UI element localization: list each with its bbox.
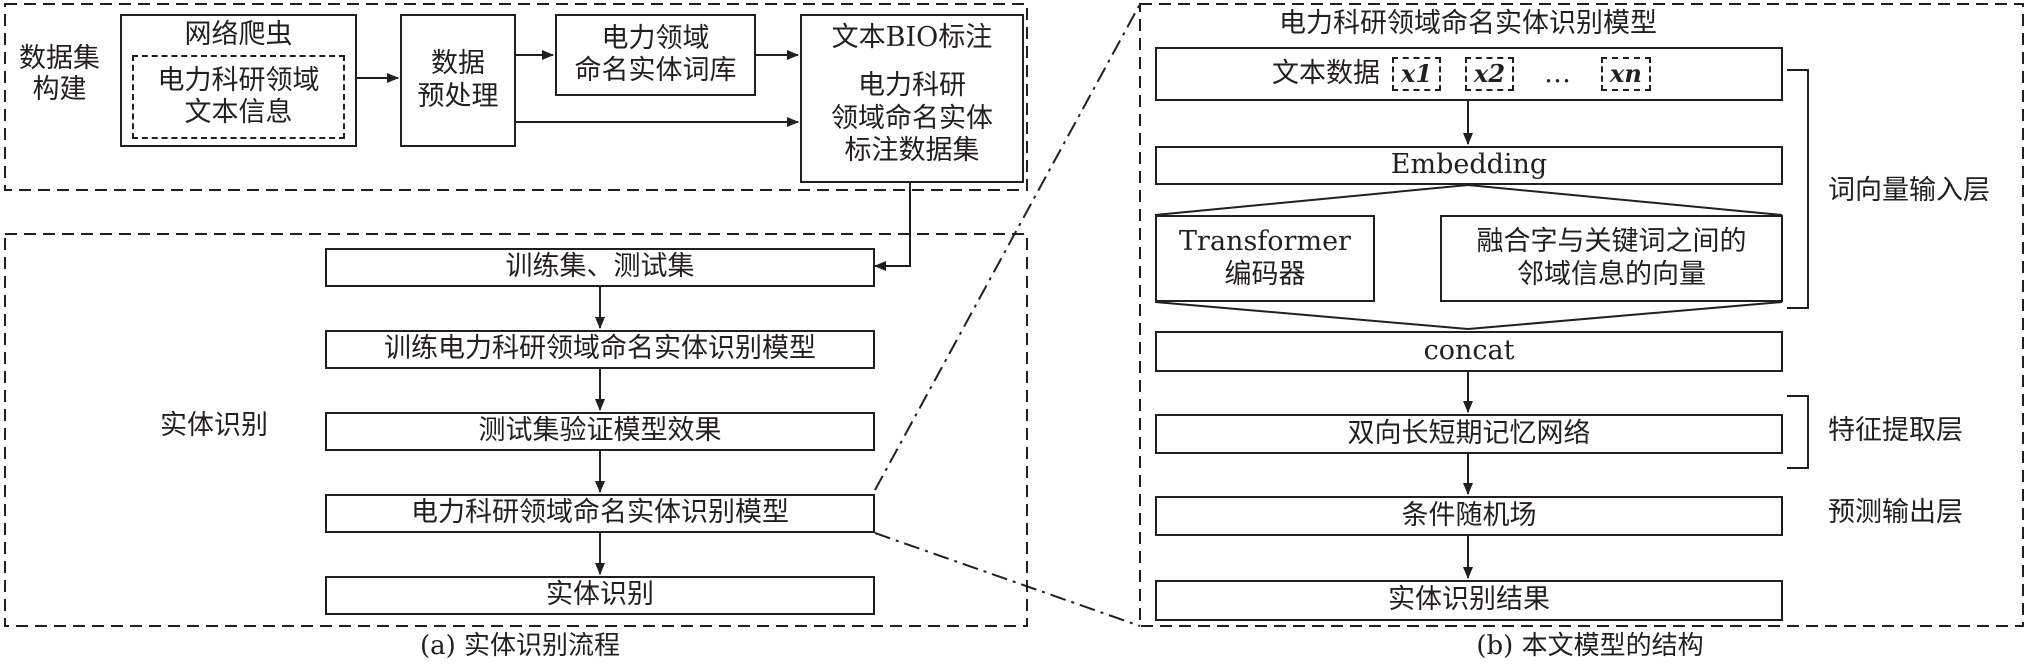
layer-input-label: 词向量输入层 xyxy=(1828,175,1990,206)
embedding-box: Embedding xyxy=(1155,146,1783,185)
flow-step-3: 测试集验证模型效果 xyxy=(325,412,875,451)
fusion-box: 融合字与关键词之间的 邻域信息的向量 xyxy=(1440,215,1783,302)
preprocess-box: 数据 预处理 xyxy=(400,14,516,147)
split-lines xyxy=(1154,183,1783,216)
flow-step-2: 训练电力科研领域命名实体识别模型 xyxy=(325,330,875,369)
bio-title: 文本BIO标注 xyxy=(831,22,993,53)
crf-box: 条件随机场 xyxy=(1155,496,1783,536)
flow-step-4: 电力科研领域命名实体识别模型 xyxy=(325,494,875,533)
token-ellipsis: … xyxy=(1544,57,1572,89)
result-box: 实体识别结果 xyxy=(1155,580,1783,621)
token-xn-sub: n xyxy=(1624,58,1642,88)
bracket-feature-layer xyxy=(1787,395,1809,469)
layer-output-label: 预测输出层 xyxy=(1828,497,1963,528)
bio-dataset: 电力科研 领域命名实体 标注数据集 xyxy=(831,70,993,167)
lexicon-box: 电力领域 命名实体词库 xyxy=(555,14,756,96)
bilstm-box: 双向长短期记忆网络 xyxy=(1155,414,1783,454)
crawler-title: 网络爬虫 xyxy=(184,19,293,50)
bio-box: 文本BIO标注 电力科研 领域命名实体 标注数据集 xyxy=(800,14,1024,183)
model-title: 电力科研领域命名实体识别模型 xyxy=(1279,8,1657,39)
text-data-label: 文本数据 xyxy=(1272,57,1380,89)
arrow-bio-trainset xyxy=(874,183,911,271)
token-x2-var: x xyxy=(1474,58,1489,88)
caption-b: (b) 本文模型的结构 xyxy=(1476,631,1704,661)
model-section-frame xyxy=(1139,3,2024,627)
merge-lines xyxy=(1154,301,1783,331)
caption-a: (a) 实体识别流程 xyxy=(419,631,621,661)
token-x1-sub: 1 xyxy=(1415,58,1433,88)
entity-section-frame xyxy=(4,233,1028,627)
layer-feature-label: 特征提取层 xyxy=(1828,415,1963,446)
token-xn-var: x xyxy=(1610,58,1625,88)
token-x2-sub: 2 xyxy=(1488,58,1506,88)
transformer-box: Transformer 编码器 xyxy=(1155,215,1375,302)
zoom-line-lower xyxy=(874,532,1141,627)
flow-step-5: 实体识别 xyxy=(325,576,875,615)
token-x1-var: x xyxy=(1401,58,1416,88)
flow-step-1: 训练集、测试集 xyxy=(325,248,875,287)
crawler-inner-box: 电力科研领域 文本信息 xyxy=(132,55,345,139)
entity-section-label: 实体识别 xyxy=(160,410,268,441)
dataset-section-frame xyxy=(4,3,1028,191)
dataset-section-label: 数据集 构建 xyxy=(19,43,100,106)
bracket-input-layer xyxy=(1787,69,1809,309)
crawler-box: 网络爬虫 xyxy=(120,14,357,147)
concat-box: concat xyxy=(1155,331,1783,372)
